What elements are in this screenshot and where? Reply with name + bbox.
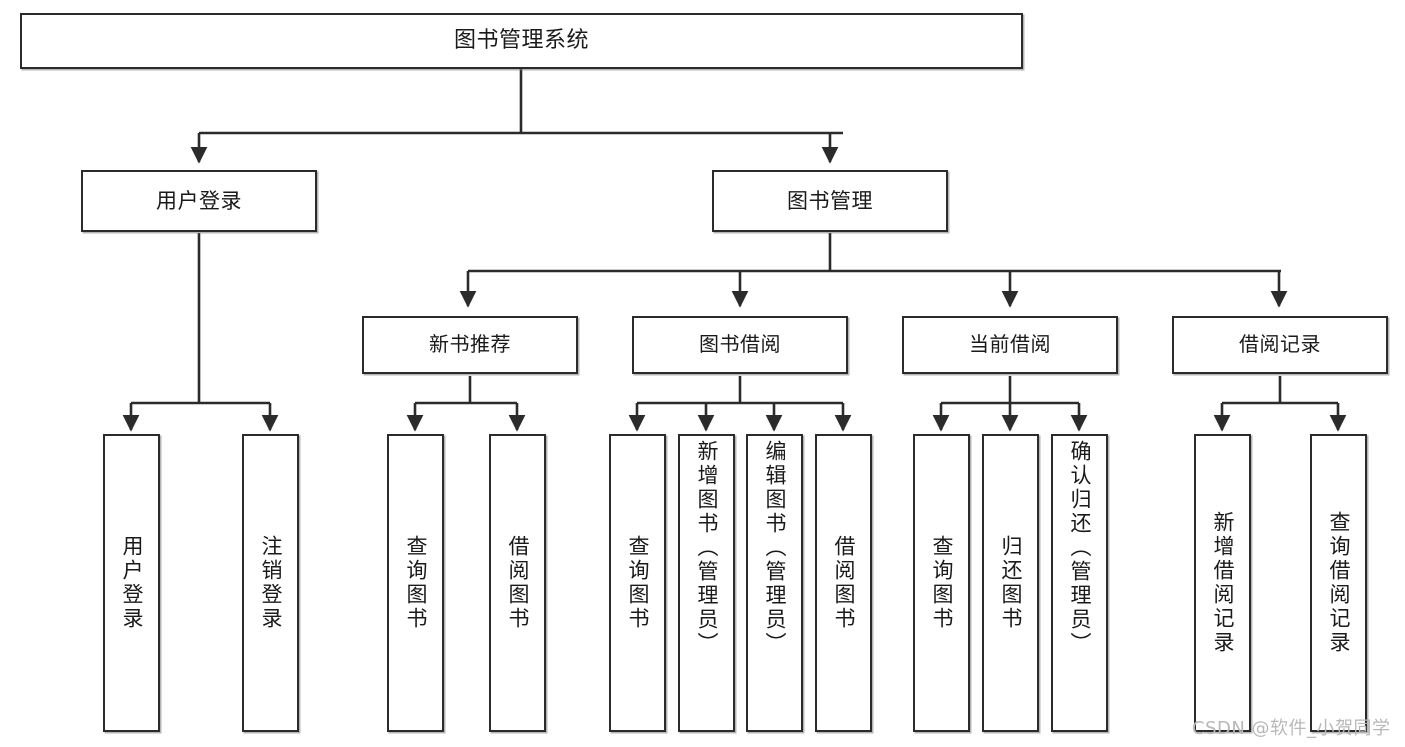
leaf-query-record[interactable]: 查询借阅记录 bbox=[1310, 434, 1367, 732]
node-book-manage-label: 图书管理 bbox=[787, 188, 873, 213]
node-root-label: 图书管理系统 bbox=[453, 28, 589, 54]
leaf-edit-book-label: 编辑图书（管理员） bbox=[763, 440, 787, 656]
node-user-login[interactable]: 用户登录 bbox=[81, 170, 317, 232]
csdn-watermark: CSDN @软件_小贺同学 bbox=[1192, 718, 1391, 739]
leaf-user-login-wrap: 用户登录 bbox=[105, 436, 158, 730]
leaf-confirm-return[interactable]: 确认归还（管理员） bbox=[1051, 434, 1108, 732]
leaf-confirm-return-label: 确认归还（管理员） bbox=[1068, 440, 1092, 656]
node-new-book-rec[interactable]: 新书推荐 bbox=[362, 316, 578, 374]
leaf-borrow-book-2[interactable]: 借阅图书 bbox=[815, 434, 872, 732]
leaf-query-book-1-label: 查询图书 bbox=[404, 535, 428, 631]
leaf-query-book-3-label: 查询图书 bbox=[930, 535, 954, 631]
leaf-add-book-wrap: 新增图书（管理员） bbox=[680, 436, 733, 730]
node-root[interactable]: 图书管理系统 bbox=[20, 13, 1023, 69]
leaf-confirm-return-wrap: 确认归还（管理员） bbox=[1053, 436, 1106, 730]
leaf-add-record-label: 新增借阅记录 bbox=[1211, 511, 1235, 655]
node-current-borrow-label: 当前借阅 bbox=[969, 332, 1051, 357]
node-book-borrow[interactable]: 图书借阅 bbox=[632, 316, 848, 374]
node-borrow-record[interactable]: 借阅记录 bbox=[1172, 316, 1388, 374]
node-borrow-record-label: 借阅记录 bbox=[1239, 332, 1321, 357]
leaf-add-record-wrap: 新增借阅记录 bbox=[1196, 436, 1249, 730]
leaf-query-book-2[interactable]: 查询图书 bbox=[609, 434, 666, 732]
leaf-borrow-book-1-label: 借阅图书 bbox=[506, 535, 530, 631]
leaf-return-book-label: 归还图书 bbox=[999, 535, 1023, 631]
leaf-add-record[interactable]: 新增借阅记录 bbox=[1194, 434, 1251, 732]
leaf-borrow-book-2-label: 借阅图书 bbox=[832, 535, 856, 631]
leaf-user-login-label: 用户登录 bbox=[120, 535, 144, 631]
leaf-return-book-wrap: 归还图书 bbox=[984, 436, 1037, 730]
leaf-query-book-2-wrap: 查询图书 bbox=[611, 436, 664, 730]
leaf-query-book-1-wrap: 查询图书 bbox=[389, 436, 442, 730]
leaf-query-record-wrap: 查询借阅记录 bbox=[1312, 436, 1365, 730]
leaf-query-record-label: 查询借阅记录 bbox=[1327, 511, 1351, 655]
node-user-login-label: 用户登录 bbox=[156, 188, 242, 213]
leaf-query-book-3[interactable]: 查询图书 bbox=[913, 434, 970, 732]
leaf-add-book-label: 新增图书（管理员） bbox=[695, 440, 719, 656]
leaf-query-book-2-label: 查询图书 bbox=[626, 535, 650, 631]
leaf-edit-book-wrap: 编辑图书（管理员） bbox=[748, 436, 801, 730]
leaf-query-book-3-wrap: 查询图书 bbox=[915, 436, 968, 730]
leaf-borrow-book-1[interactable]: 借阅图书 bbox=[489, 434, 546, 732]
leaf-query-book-1[interactable]: 查询图书 bbox=[387, 434, 444, 732]
leaf-return-book[interactable]: 归还图书 bbox=[982, 434, 1039, 732]
leaf-add-book[interactable]: 新增图书（管理员） bbox=[678, 434, 735, 732]
leaf-user-logout-label: 注销登录 bbox=[259, 535, 283, 631]
node-book-borrow-label: 图书借阅 bbox=[699, 332, 781, 357]
leaf-borrow-book-1-wrap: 借阅图书 bbox=[491, 436, 544, 730]
node-new-book-rec-label: 新书推荐 bbox=[429, 332, 511, 357]
leaf-user-login[interactable]: 用户登录 bbox=[103, 434, 160, 732]
leaf-edit-book[interactable]: 编辑图书（管理员） bbox=[746, 434, 803, 732]
leaf-user-logout[interactable]: 注销登录 bbox=[242, 434, 299, 732]
node-book-manage[interactable]: 图书管理 bbox=[712, 170, 948, 232]
leaf-user-logout-wrap: 注销登录 bbox=[244, 436, 297, 730]
node-current-borrow[interactable]: 当前借阅 bbox=[902, 316, 1118, 374]
leaf-borrow-book-2-wrap: 借阅图书 bbox=[817, 436, 870, 730]
